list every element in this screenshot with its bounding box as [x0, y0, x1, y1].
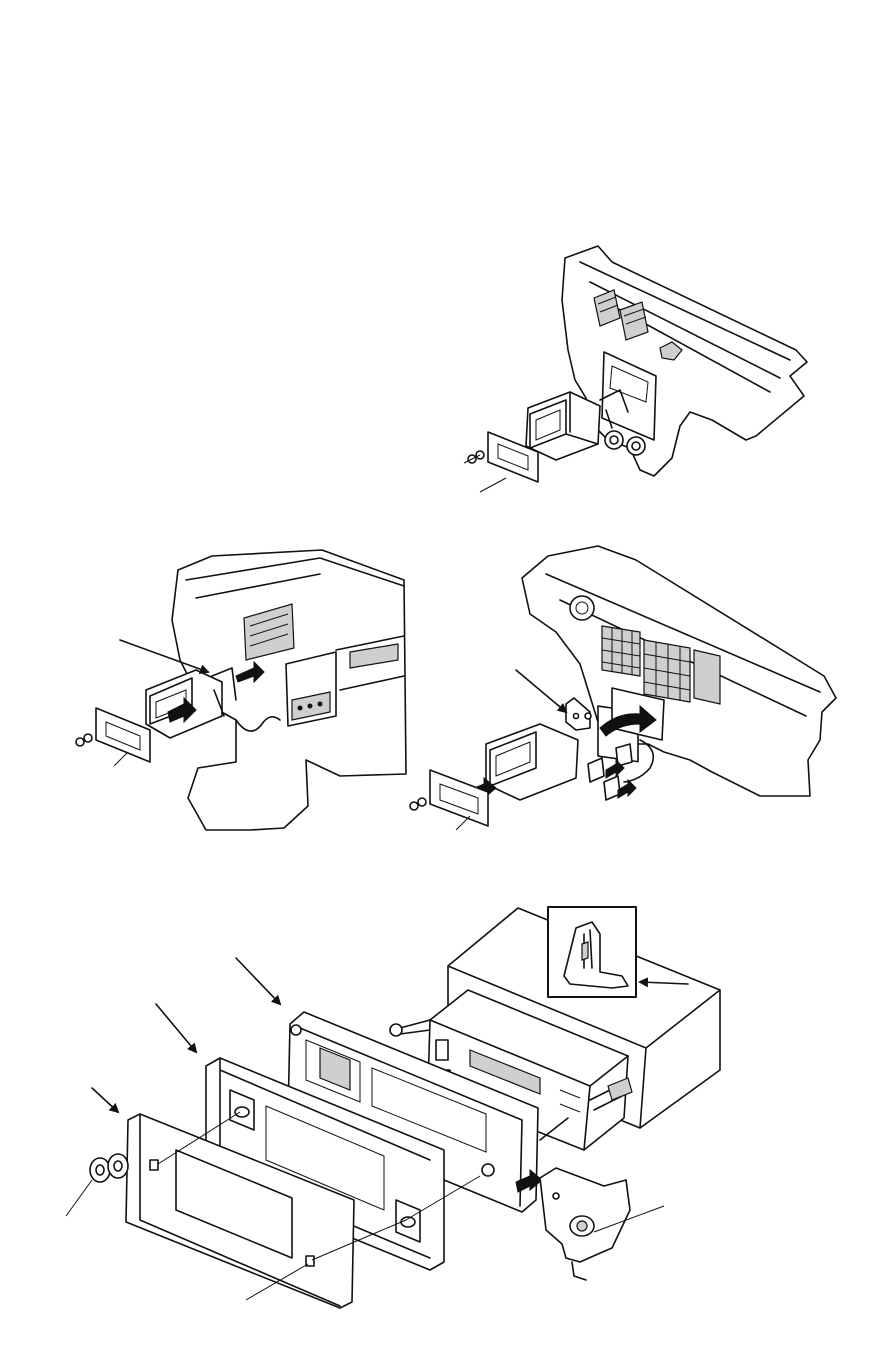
- side-bracket: [540, 1168, 630, 1262]
- leader-arrow-icon: [92, 1088, 118, 1112]
- leader-arrow-icon: [236, 958, 280, 1004]
- leader-line: [480, 478, 506, 492]
- figure-dashboard-top-right: [464, 246, 807, 492]
- trim-bezel: [430, 770, 488, 826]
- figure-dashboard-mid-left: [76, 550, 406, 830]
- trim-bezel: [96, 708, 150, 762]
- figure-dashboard-mid-right: [410, 546, 836, 830]
- figure-exploded-kit: [66, 907, 720, 1308]
- nut-washer: [90, 1154, 128, 1182]
- leader-arrow-icon: [516, 670, 566, 712]
- control-grid-right: [644, 640, 690, 702]
- leader-arrow-icon: [156, 1004, 196, 1052]
